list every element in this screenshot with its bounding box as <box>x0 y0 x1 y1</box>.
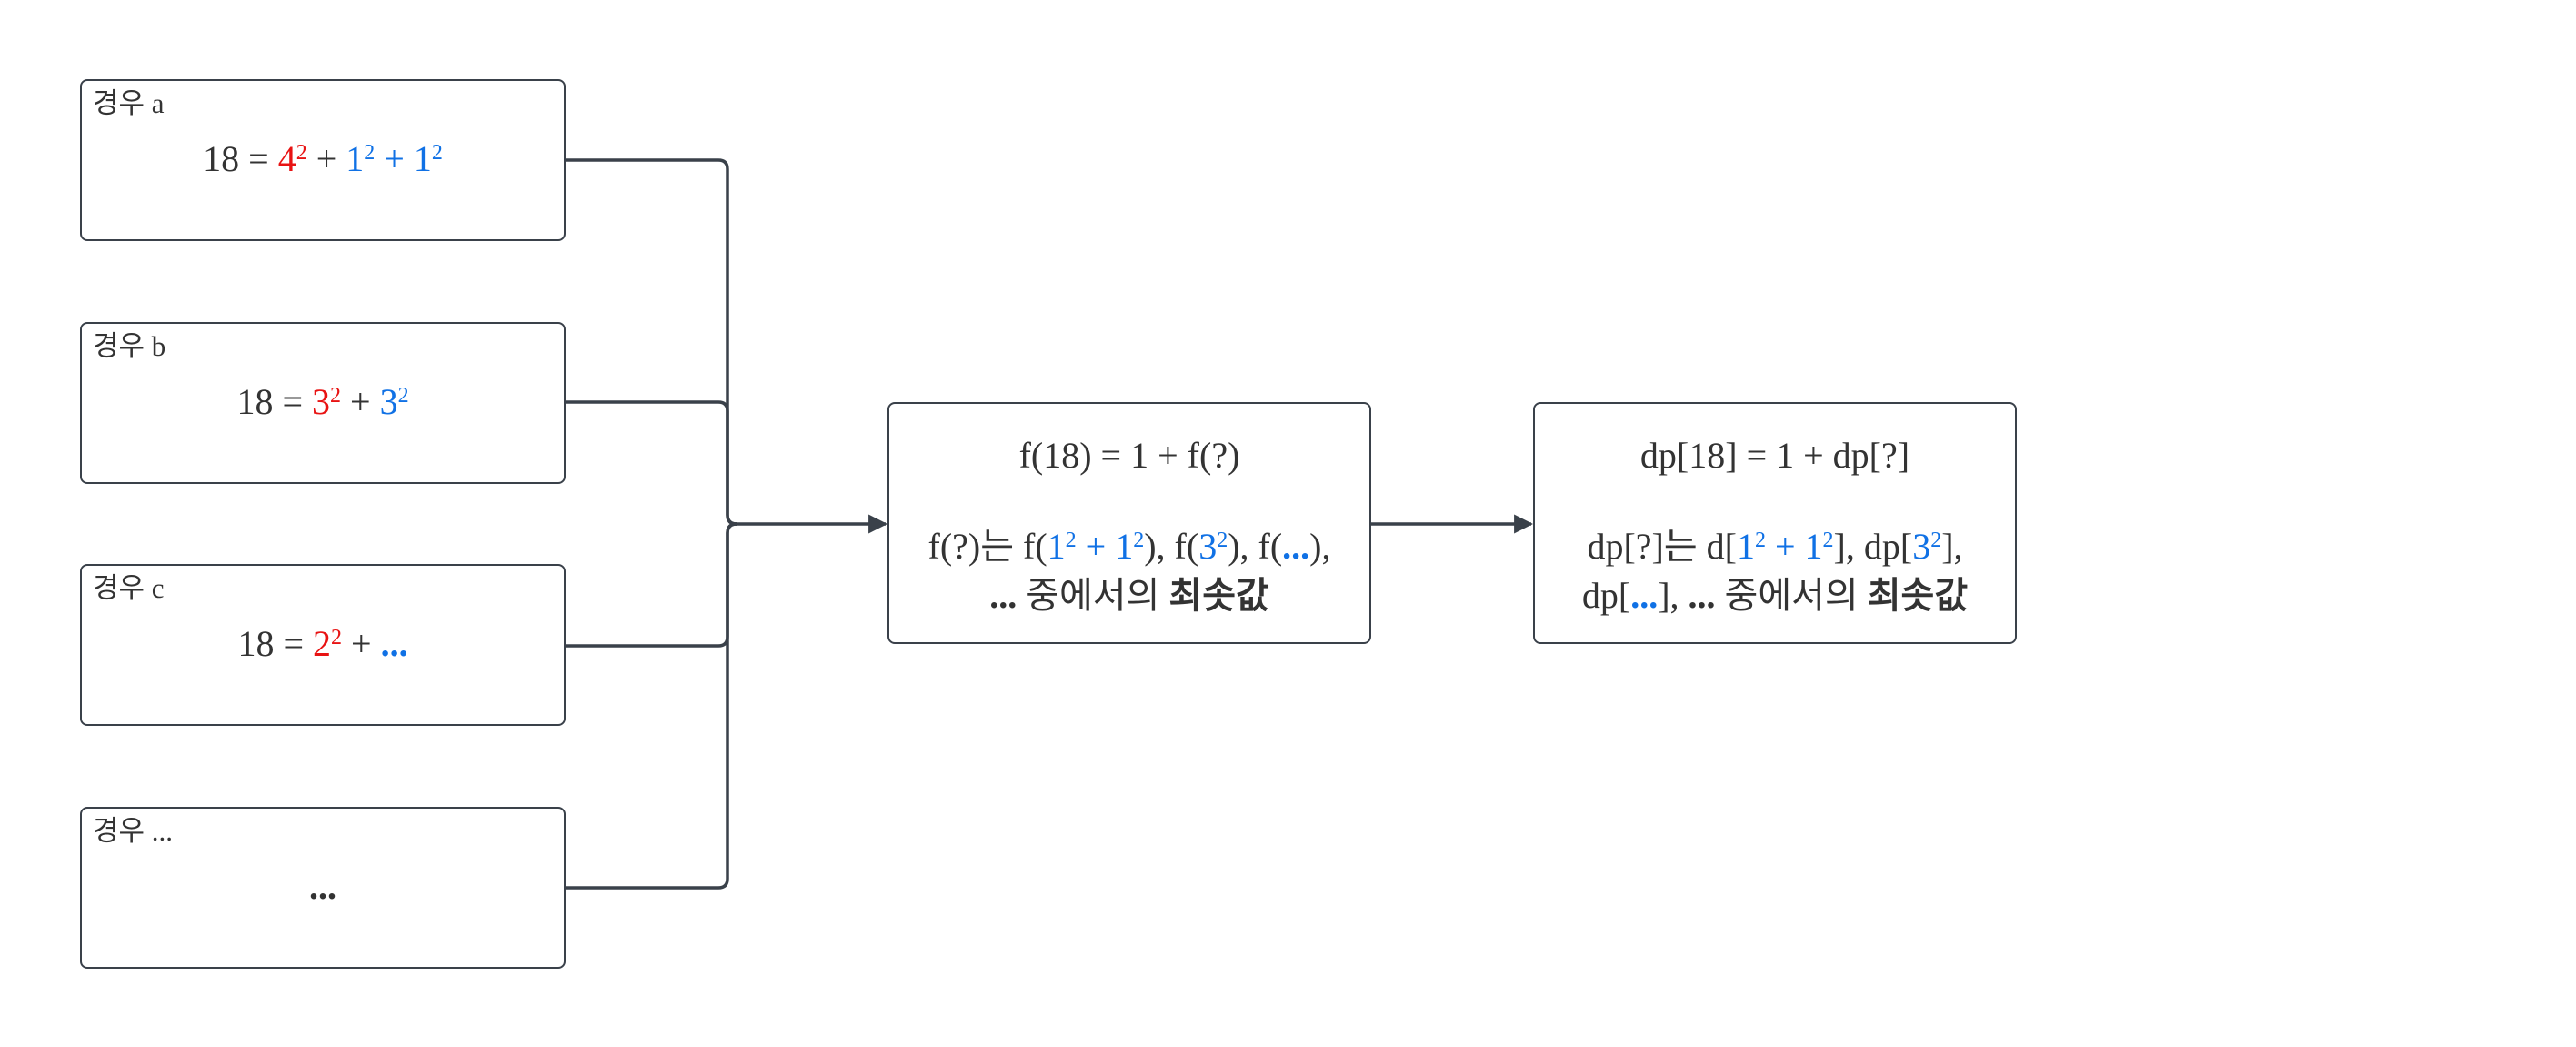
case-ellipsis-content: ... <box>309 866 336 907</box>
case-a-label: 경우 a <box>93 87 165 119</box>
dp-array-box: dp[18] = 1 + dp[?] dp[?]는 d[12 + 12], dp… <box>1533 402 2017 644</box>
case-a-equation: 18 = 42 + 12 + 12 <box>203 138 443 179</box>
f-candidates: f(?)는 f(12 + 12), f(32), f(...),... 중에서의… <box>927 526 1331 616</box>
case-b-box: 경우 b 18 = 32 + 32 <box>80 322 566 484</box>
case-b-equation: 18 = 32 + 32 <box>236 381 409 422</box>
connector-case-d <box>566 522 737 890</box>
connector-case-a <box>566 158 737 526</box>
f-function-box: f(18) = 1 + f(?) f(?)는 f(12 + 12), f(32)… <box>887 402 1371 644</box>
f-recurrence: f(18) = 1 + f(?) <box>1018 435 1240 476</box>
case-b-label: 경우 b <box>93 330 166 362</box>
case-c-box: 경우 c 18 = 22 + ... <box>80 564 566 726</box>
case-ellipsis-box: 경우 ... ... <box>80 807 566 969</box>
dp-recurrence: dp[18] = 1 + dp[?] <box>1639 435 1910 476</box>
case-ellipsis-label: 경우 ... <box>93 815 174 847</box>
connector-case-b <box>566 400 737 526</box>
case-a-box: 경우 a 18 = 42 + 12 + 12 <box>80 79 566 241</box>
case-c-label: 경우 c <box>93 572 165 604</box>
connector-case-c <box>566 522 737 648</box>
case-c-equation: 18 = 22 + ... <box>237 623 408 664</box>
dp-candidates: dp[?]는 d[12 + 12], dp[32],dp[...], ... 중… <box>1581 526 1969 616</box>
